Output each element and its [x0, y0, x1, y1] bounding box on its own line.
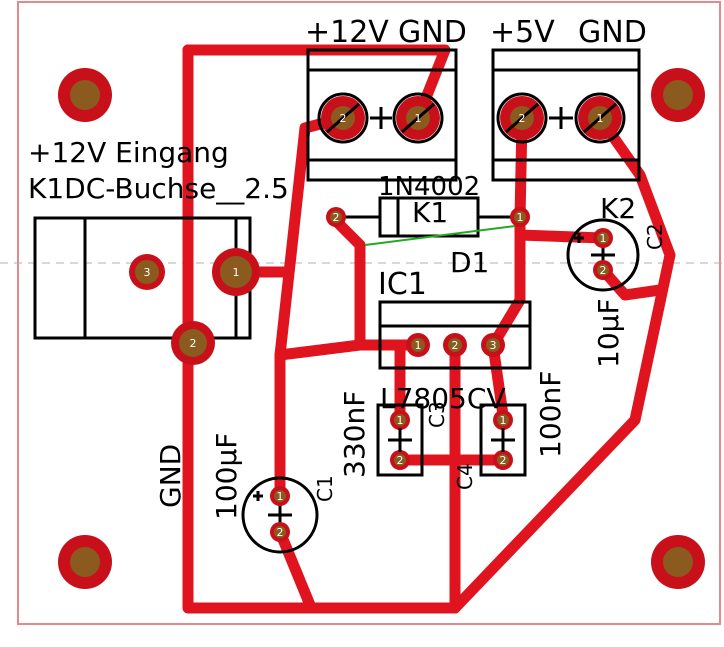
label-c3-value: 330nF — [338, 391, 371, 478]
label-jack-line1: +12V Eingang — [28, 136, 229, 169]
label-jack-line2: K1DC-Buchse__2.5 — [28, 172, 289, 205]
trace-5v-to-c2 — [514, 229, 609, 244]
pad-number: 2 — [397, 454, 404, 467]
trace-12v-to-ic — [274, 212, 366, 361]
pad-number: 2 — [519, 112, 526, 125]
c4-outline — [479, 403, 527, 477]
c2-outline — [566, 218, 640, 292]
label-c4-name: C4 — [453, 463, 477, 490]
trace-c1-gnd — [274, 526, 316, 611]
c1-outline — [241, 476, 319, 554]
label-d1-name: D1 — [450, 246, 489, 279]
pad-number: 1 — [500, 414, 507, 427]
label-c1-name: C1 — [313, 475, 337, 502]
trace-c2-gnd — [597, 264, 666, 301]
label-c3-name: C3 — [425, 401, 449, 428]
k2-terminal-outline — [491, 48, 641, 182]
airwire — [364, 225, 516, 246]
cap-polarity-marks — [388, 428, 515, 452]
k1-terminal-outline — [306, 48, 458, 182]
pad-number: 1 — [233, 266, 240, 279]
mounting-holes — [58, 68, 705, 589]
pad-number: 1 — [517, 211, 524, 224]
label-gnd-side: GND — [154, 444, 187, 508]
ic1-outline — [378, 300, 532, 370]
trace-12v-to-k1 — [274, 112, 349, 361]
trace-5v-output — [487, 114, 528, 351]
silkscreen — [33, 48, 641, 554]
pad-number: 2 — [500, 454, 507, 467]
label-k2-gnd: GND — [578, 15, 647, 50]
pad-number: 1 — [277, 490, 284, 503]
pad-number: 3 — [144, 266, 151, 279]
silkscreen-labels: +12V GND +5V GND +12V Eingang K1DC-Buchs… — [28, 15, 667, 520]
pad-number: 2 — [600, 264, 607, 277]
label-c4-value: 100nF — [534, 371, 567, 458]
pad-number: 2 — [452, 339, 459, 352]
trace-k2-gnd — [449, 112, 676, 614]
label-k2-plus5v: +5V — [490, 15, 555, 50]
c3-outline — [376, 403, 424, 477]
pad-number: 3 — [490, 339, 497, 352]
label-c1-value: 100µF — [210, 433, 243, 520]
pad-number: 1 — [415, 339, 422, 352]
label-k1-plus12v: +12V — [305, 15, 389, 50]
pad-numbers: 2 1 2 1 3 1 2 2 1 1 2 1 2 3 1 2 1 2 1 2 — [144, 112, 607, 539]
pad-number: 2 — [333, 211, 340, 224]
label-ic-name: IC1 — [378, 267, 427, 302]
label-k2-name: K2 — [600, 192, 636, 225]
label-c2-name: C2 — [643, 223, 667, 250]
pad-number: 1 — [397, 414, 404, 427]
pad-number: 2 — [340, 112, 347, 125]
terminal-screw-marks — [317, 92, 626, 144]
label-diode-part: 1N4002 — [378, 172, 480, 202]
board-outline — [17, 1, 721, 625]
label-k1-name: K1 — [412, 196, 448, 229]
component-pads — [270, 207, 613, 542]
pad-number: 1 — [415, 112, 422, 125]
trace-gnd-left-vertical — [182, 44, 461, 614]
pad-number: 1 — [600, 232, 607, 245]
label-k1-gnd: GND — [398, 15, 467, 50]
pad-number: 2 — [190, 337, 197, 350]
copper-traces — [182, 44, 676, 614]
label-ic-part: L7805CV — [380, 382, 506, 415]
label-c2-value: 10µF — [592, 298, 625, 368]
pad-number: 2 — [277, 526, 284, 539]
pad-number: 1 — [597, 112, 604, 125]
